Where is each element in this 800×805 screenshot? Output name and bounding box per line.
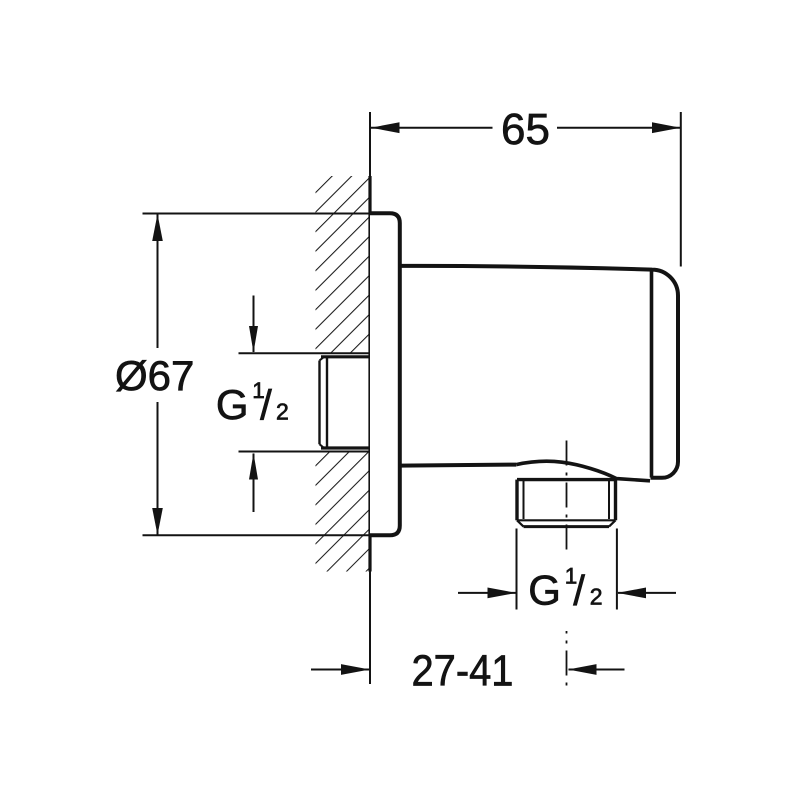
svg-text:G: G <box>216 381 249 428</box>
svg-text:2: 2 <box>590 584 603 610</box>
svg-text:2: 2 <box>276 399 289 425</box>
svg-text:27-41: 27-41 <box>412 647 514 696</box>
svg-text:65: 65 <box>501 105 550 154</box>
svg-text:/: / <box>260 382 272 429</box>
svg-text:1: 1 <box>252 378 265 403</box>
svg-text:G: G <box>528 567 561 614</box>
svg-text:Ø67: Ø67 <box>115 352 194 399</box>
svg-text:/: / <box>573 567 585 614</box>
svg-text:1: 1 <box>565 564 578 589</box>
